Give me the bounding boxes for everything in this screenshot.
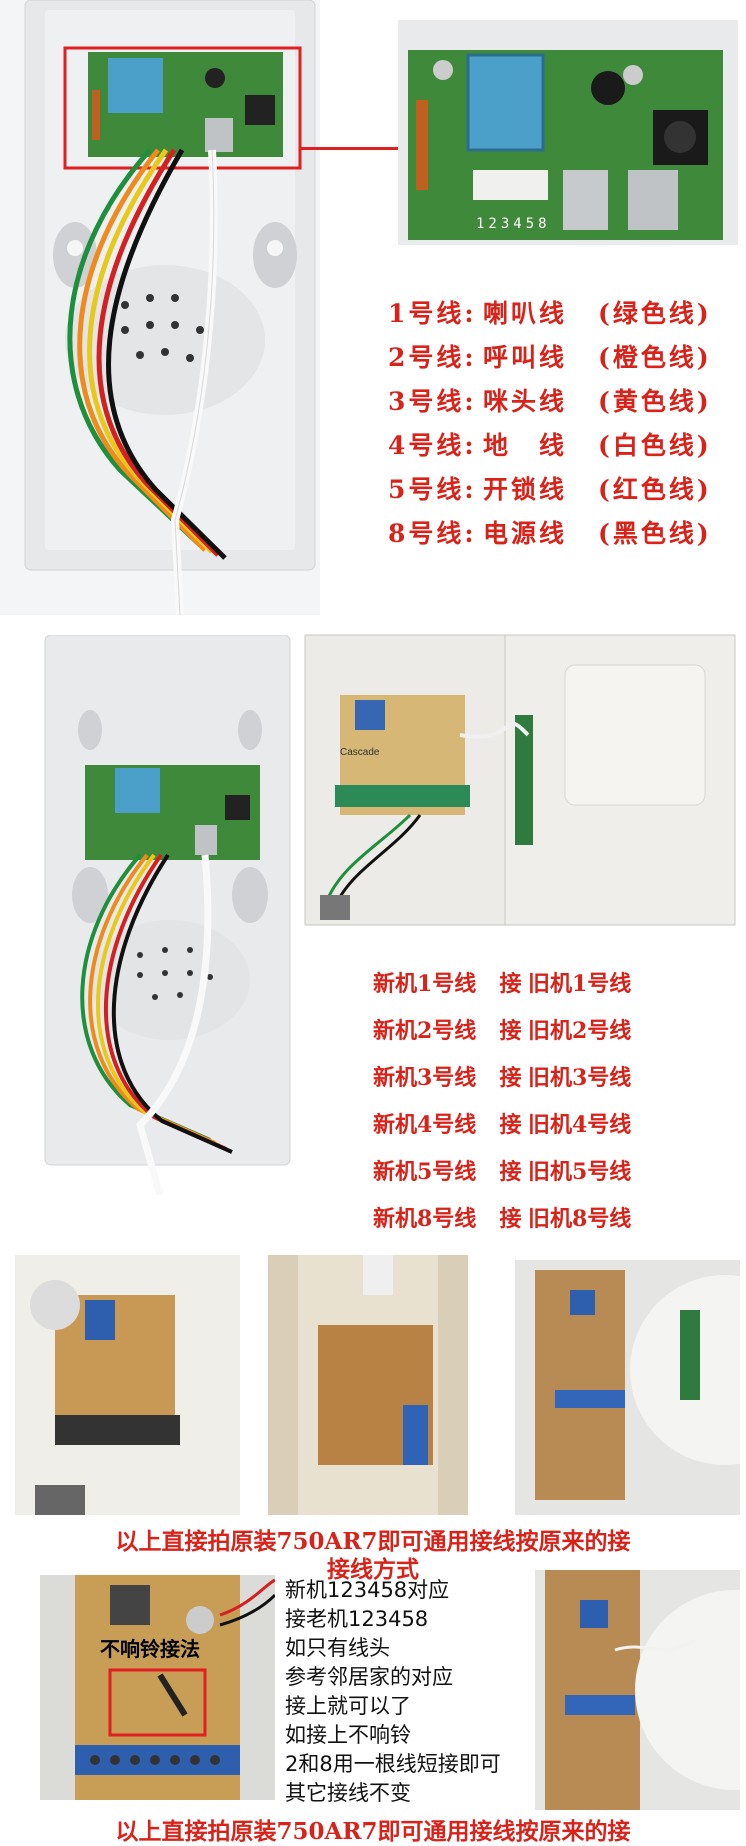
note-line: 接上就可以了 [285,1694,411,1718]
mapping-mid: 接 [499,1017,522,1044]
caption-line-2: 接线方式 [327,1556,419,1583]
highlight-connector [300,147,398,150]
mapping-new: 新机1号线 [373,970,477,997]
board-label: Cascade [340,747,380,758]
wire-row: 4号线:地 线 (白色线) [388,422,738,466]
note-line: 其它接线不变 [285,1781,411,1805]
mapping-old: 旧机2号线 [528,1017,632,1044]
wire-num: 8号线: [388,519,477,548]
mapping-old: 旧机3号线 [528,1064,632,1091]
old-board-photo-2 [268,1255,468,1515]
note-line: 新机123458对应 [285,1578,450,1602]
mapping-row: 新机3号线接旧机3号线 [373,1052,713,1099]
wire-row: 2号线:呼叫线 (橙色线) [388,334,738,378]
wire-row: 1号线:喇叭线 (绿色线) [388,290,738,334]
mapping-row: 新机8号线接旧机8号线 [373,1193,713,1240]
mapping-row: 新机4号线接旧机4号线 [373,1099,713,1146]
note-line: 2和8用一根线短接即可 [285,1752,501,1776]
old-board-photo-4 [535,1570,740,1810]
wire-mapping: 新机1号线接旧机1号线新机2号线接旧机2号线新机3号线接旧机3号线新机4号线接旧… [373,958,713,1240]
wire-name: 呼叫线 [483,343,568,372]
wire-num: 4号线: [388,431,477,460]
handset-photo-middle [40,635,295,1195]
wire-num: 2号线: [388,343,477,372]
wire-num: 1号线: [388,299,477,328]
mapping-old: 旧机8号线 [528,1205,632,1232]
old-unit-photo: Cascade [300,625,740,930]
wire-name: 地 线 [483,431,568,460]
wire-color: (黄色线) [598,387,712,416]
mapping-new: 新机3号线 [373,1064,477,1091]
wire-legend: 1号线:喇叭线 (绿色线) 2号线:呼叫线 (橙色线) 3号线:咪头线 (黄色线) 4号线:… [388,290,738,554]
wire-name: 开锁线 [483,475,568,504]
wire-row: 8号线:电源线 (黑色线) [388,510,738,554]
wire-color: (黑色线) [598,519,712,548]
old-board-photo-3 [515,1260,740,1515]
wire-color: (橙色线) [598,343,712,372]
wire-name: 咪头线 [483,387,568,416]
wire-name: 喇叭线 [483,299,568,328]
mapping-mid: 接 [499,970,522,997]
note-line: 如接上不响铃 [285,1723,411,1747]
wire-color: (绿色线) [598,299,712,328]
no-ring-board-photo: 不响铃接法 [40,1575,275,1800]
wire-color: (白色线) [598,431,712,460]
caption-bottom: 以上直接拍原装750AR7即可通用接线按原来的接 [115,1818,631,1845]
note-line: 参考邻居家的对应 [285,1665,453,1689]
wire-row: 3号线:咪头线 (黄色线) [388,378,738,422]
mapping-row: 新机2号线接旧机2号线 [373,1005,713,1052]
mapping-new: 新机2号线 [373,1017,477,1044]
mapping-row: 新机5号线接旧机5号线 [373,1146,713,1193]
wire-num: 5号线: [388,475,477,504]
mapping-old: 旧机5号线 [528,1158,632,1185]
mapping-new: 新机8号线 [373,1205,477,1232]
mapping-row: 新机1号线接旧机1号线 [373,958,713,1005]
mapping-new: 新机5号线 [373,1158,477,1185]
pcb-label: 123458 [476,216,551,232]
mapping-mid: 接 [499,1158,522,1185]
mapping-mid: 接 [499,1205,522,1232]
mapping-mid: 接 [499,1064,522,1091]
caption-line-1: 以上直接拍原装750AR7即可通用接线按原来的接 [115,1528,631,1555]
old-board-photo-1 [15,1255,240,1515]
mapping-old: 旧机4号线 [528,1111,632,1138]
wire-color: (红色线) [598,475,712,504]
note-line: 如只有线头 [285,1636,390,1660]
mapping-mid: 接 [499,1111,522,1138]
handset-photo-top [0,0,320,615]
mapping-old: 旧机1号线 [528,970,632,997]
mapping-new: 新机4号线 [373,1111,477,1138]
note-line: 接老机123458 [285,1607,429,1631]
no-ring-label: 不响铃接法 [100,1637,200,1661]
pcb-zoom-photo: 123458 [398,20,738,245]
wire-num: 3号线: [388,387,477,416]
wire-row: 5号线:开锁线 (红色线) [388,466,738,510]
wire-name: 电源线 [483,519,568,548]
wiring-notes: 新机123458对应接老机123458 如只有线头参考邻居家的对应接上就可以了如接… [285,1576,501,1808]
